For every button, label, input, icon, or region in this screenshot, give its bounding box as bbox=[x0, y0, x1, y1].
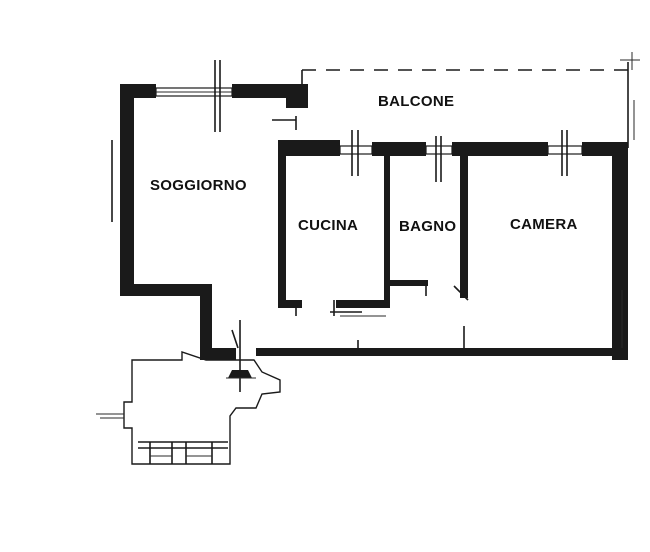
soggiorno-window bbox=[155, 60, 233, 132]
camera-walls bbox=[612, 142, 628, 360]
bagno-walls bbox=[384, 150, 469, 308]
room-label-soggiorno: SOGGIORNO bbox=[150, 177, 247, 194]
room-label-bagno: BAGNO bbox=[399, 218, 456, 235]
room-label-camera: CAMERA bbox=[510, 216, 578, 233]
balcony-door bbox=[272, 116, 297, 130]
corridor-walls bbox=[231, 326, 628, 356]
stair-landing bbox=[96, 351, 281, 465]
room-label-cucina: CUCINA bbox=[298, 217, 358, 234]
soggiorno-walls bbox=[120, 84, 308, 360]
entrance-door bbox=[226, 320, 256, 392]
room-label-balcone: BALCONE bbox=[378, 93, 454, 110]
inner-windows bbox=[339, 130, 583, 182]
soggiorno-left-window bbox=[111, 100, 129, 222]
cucina-walls bbox=[278, 140, 386, 317]
